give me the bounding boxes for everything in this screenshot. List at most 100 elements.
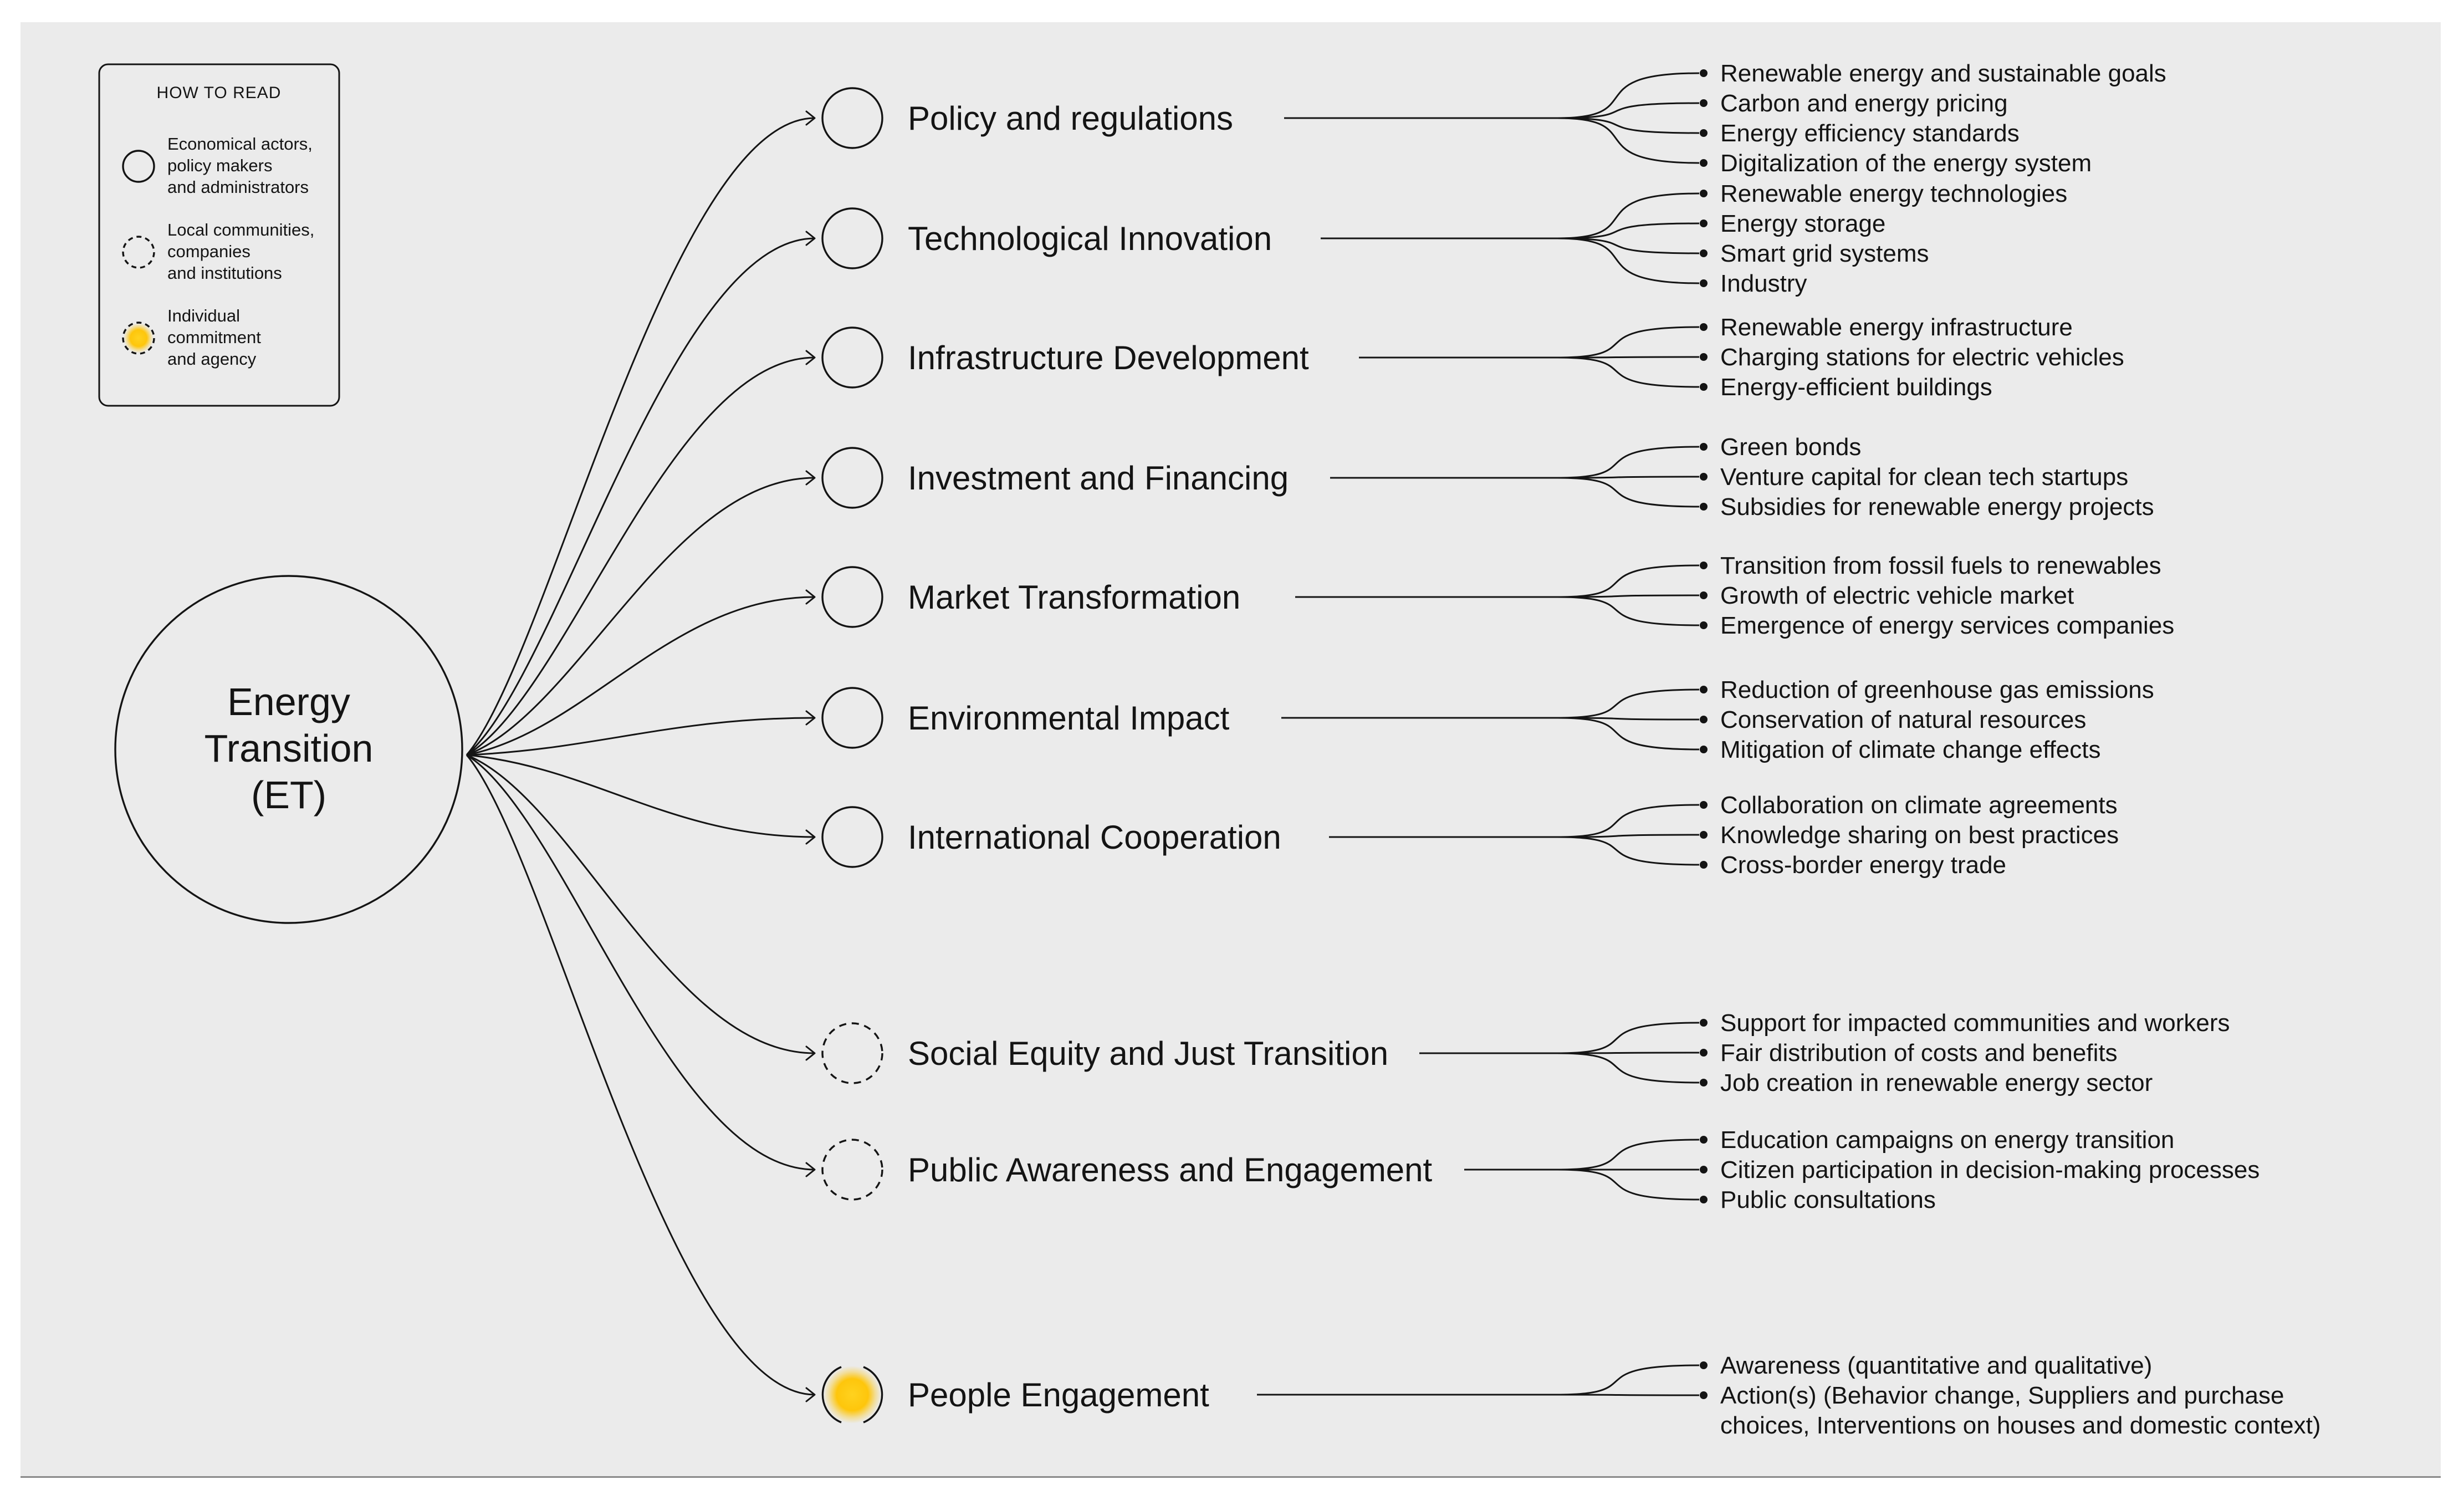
item-connector	[1557, 476, 1700, 479]
center-label-line-2: Transition	[205, 727, 374, 770]
bullet-dot	[1700, 443, 1708, 451]
arrowhead	[805, 110, 816, 126]
bullet-dot	[1700, 99, 1708, 107]
topic-item: Growth of electric vehicle market	[1720, 582, 2074, 609]
bullet-dot	[1700, 353, 1708, 361]
bullet-dot	[1700, 1361, 1708, 1369]
topic-item: Renewable energy and sustainable goals	[1720, 60, 2166, 87]
bullet-dot	[1700, 279, 1708, 287]
topic-item: Knowledge sharing on best practices	[1720, 822, 2119, 849]
item-connector	[1557, 102, 1700, 119]
connector-public-awareness-and-engagement	[466, 754, 815, 1171]
topic-label: Infrastructure Development	[908, 339, 1309, 376]
topic-label: People Engagement	[908, 1376, 1209, 1414]
arrowhead	[805, 1045, 816, 1061]
arrowhead	[805, 710, 816, 726]
legend-text: companies	[167, 242, 251, 261]
bullet-dot	[1700, 831, 1708, 839]
item-connector	[1557, 804, 1700, 838]
connector-international-cooperation	[466, 754, 815, 838]
center-circle	[114, 575, 463, 924]
topic-item: Action(s) (Behavior change, Suppliers an…	[1720, 1382, 2284, 1409]
topic-item: Reduction of greenhouse gas emissions	[1720, 676, 2154, 703]
topic-item: Smart grid systems	[1720, 240, 1929, 267]
solid-circle-icon	[821, 207, 883, 269]
item-connector	[1557, 596, 1700, 626]
bullet-dot	[1700, 861, 1708, 869]
connector-market-transformation	[466, 596, 815, 756]
bullet-dot	[1700, 1019, 1708, 1027]
item-connector	[1557, 72, 1700, 119]
bullet-dot	[1700, 591, 1708, 599]
topic-item: Green bonds	[1720, 433, 1861, 461]
bullet-dot	[1700, 562, 1708, 569]
topic-item: Digitalization of the energy system	[1720, 150, 2092, 177]
legend-text: and institutions	[167, 263, 282, 283]
arrowhead	[805, 589, 816, 605]
bullet-dot	[1700, 159, 1708, 167]
topic-item: Awareness (quantitative and qualitative)	[1720, 1352, 2152, 1379]
topic-item: Emergence of energy services companies	[1720, 612, 2174, 639]
bullet-dot	[1700, 621, 1708, 629]
topic-label: International Cooperation	[908, 819, 1281, 856]
connector-people-engagement	[466, 754, 815, 1396]
legend-text: Local communities,	[167, 220, 314, 239]
legend-text: and agency	[167, 349, 257, 369]
solid-circle-icon	[821, 87, 883, 149]
bullet-dot	[1700, 1136, 1708, 1144]
item-connector	[1557, 717, 1700, 721]
arrowhead	[805, 231, 816, 246]
topic-item: Venture capital for clean tech startups	[1720, 463, 2128, 491]
topic-item: Energy storage	[1720, 210, 1885, 237]
bottom-divider	[21, 1476, 2441, 1478]
topic-item: Fair distribution of costs and benefits	[1720, 1039, 2118, 1067]
item-connector	[1557, 222, 1700, 239]
diagram-background	[21, 22, 2441, 1476]
legend-text: and administrators	[167, 177, 309, 197]
topic-item: Energy efficiency standards	[1720, 120, 2020, 147]
topic-label: Investment and Financing	[908, 460, 1289, 497]
topic-item: Cross-border energy trade	[1720, 851, 2006, 879]
item-connector	[1557, 688, 1700, 719]
legend-box: HOW TO READ Economical actors, policy ma…	[98, 63, 340, 407]
connector-environmental-impact	[466, 717, 815, 756]
item-connector	[1557, 1169, 1700, 1201]
bullet-dot	[1700, 716, 1708, 723]
item-connector	[1557, 117, 1700, 134]
topic-item: Subsidies for renewable energy projects	[1720, 493, 2154, 521]
bullet-dot	[1700, 129, 1708, 137]
solid-circle-icon	[122, 150, 155, 183]
solid-circle-icon	[821, 447, 883, 509]
center-node: Energy Transition (ET)	[114, 575, 463, 924]
item-connector	[1557, 477, 1700, 508]
connector-technological-innovation	[466, 237, 815, 756]
dashed-circle-icon	[821, 1139, 883, 1201]
item-connector	[1557, 356, 1700, 388]
bullet-dot	[1700, 1391, 1708, 1399]
legend-text: Economical actors,	[167, 134, 313, 154]
bullet-dot	[1700, 473, 1708, 481]
connectors	[466, 72, 1700, 1402]
bullet-dot	[1700, 1196, 1708, 1203]
bullet-dot	[1700, 1049, 1708, 1057]
center-label-line-1: Energy	[227, 680, 350, 723]
topic-item: Job creation in renewable energy sector	[1720, 1069, 2153, 1096]
arrowhead	[805, 350, 816, 365]
arrowhead	[805, 1387, 816, 1402]
topic-item: Energy-efficient buildings	[1720, 374, 1992, 401]
legend-title: HOW TO READ	[157, 84, 282, 102]
bullet-dot	[1700, 220, 1708, 227]
item-connector	[1557, 1364, 1700, 1396]
item-connector	[1557, 1052, 1700, 1084]
topic-item: Public consultations	[1720, 1186, 1936, 1213]
topic-item: Carbon and energy pricing	[1720, 90, 2008, 117]
topic-item: choices, Interventions on houses and dom…	[1720, 1412, 2321, 1439]
topic-investment-and-financing: Investment and Financing Green bondsVentu…	[821, 433, 2154, 521]
topic-label: Market Transformation	[908, 579, 1240, 616]
arrowhead	[805, 470, 816, 486]
